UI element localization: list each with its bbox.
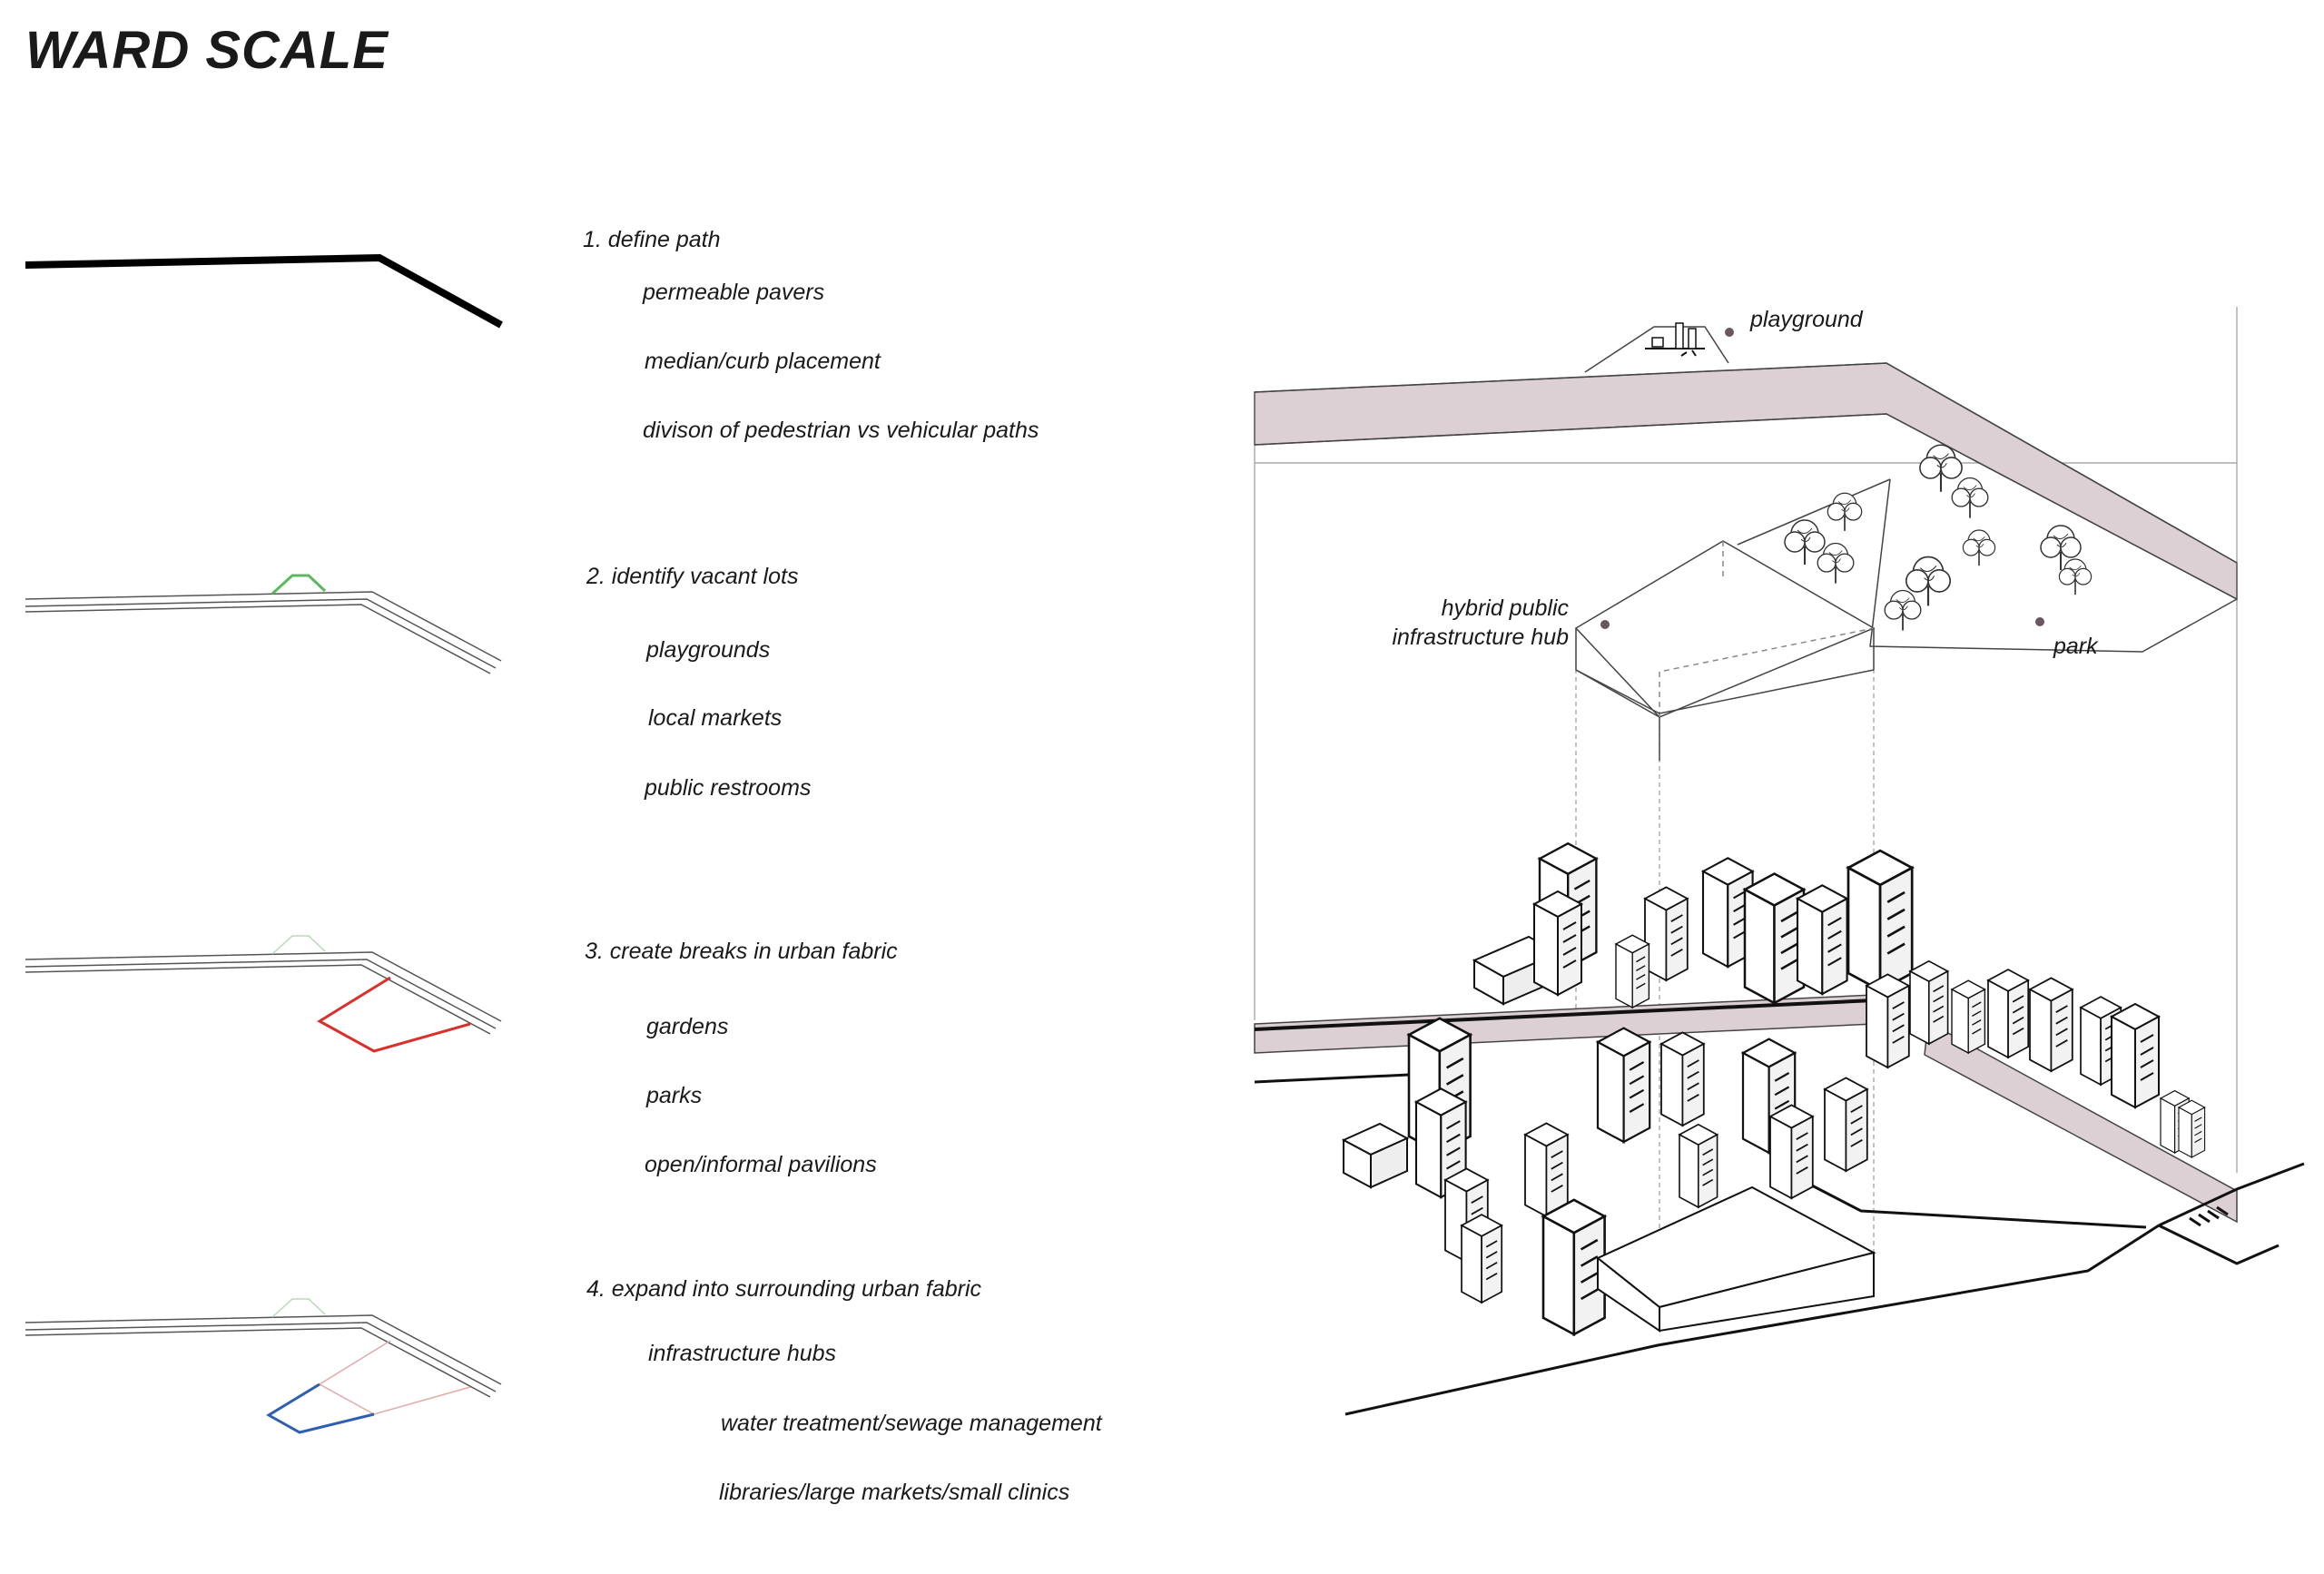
thumb-vacant-lots	[25, 574, 502, 674]
building	[1524, 1122, 1569, 1217]
hub-label-line2: infrastructure hub	[1392, 625, 1569, 650]
thumb-define-path	[25, 253, 503, 334]
ground-lines	[1344, 1162, 2305, 1416]
building	[1987, 969, 2030, 1058]
step-1-heading: 1. define path	[583, 227, 721, 252]
break-outline	[317, 976, 471, 1053]
page-title: WARD SCALE	[25, 21, 389, 80]
step-2-heading: 2. identify vacant lots	[586, 564, 799, 589]
projection-lines	[1254, 307, 2238, 1329]
building	[1660, 1031, 1705, 1126]
building-cluster	[1341, 842, 2206, 1336]
hub-label-line1: hybrid public	[1441, 595, 1569, 621]
building	[1341, 1122, 1410, 1189]
hub-volume	[1574, 540, 1876, 761]
step-1-item: divison of pedestrian vs vehicular paths	[643, 418, 1039, 443]
step-2-item: public restrooms	[645, 775, 812, 801]
thumb-expand-fabric	[25, 1298, 502, 1434]
playground-marker	[1725, 328, 1734, 337]
building	[1743, 872, 1806, 1005]
building	[1951, 979, 1986, 1054]
building	[1866, 973, 1910, 1068]
building	[2178, 1099, 2206, 1158]
thumb-urban-breaks	[25, 935, 502, 1053]
building	[1679, 1124, 1718, 1208]
step-1-item: permeable pavers	[643, 280, 825, 305]
park-lot	[1737, 478, 2238, 653]
building	[2029, 977, 2073, 1072]
building	[1824, 1077, 1868, 1172]
building	[1461, 1214, 1503, 1303]
building	[1644, 886, 1689, 981]
hub-building	[1596, 1185, 1876, 1333]
building	[1596, 1027, 1651, 1144]
step-3-item: open/informal pavilions	[645, 1152, 877, 1177]
step-4-item: infrastructure hubs	[648, 1341, 837, 1366]
step-thumbnails	[25, 253, 503, 1434]
playground-label: playground	[1750, 307, 1863, 332]
playground-equipment-icon	[1645, 322, 1705, 357]
playground-lot	[1584, 322, 1729, 373]
hub-marker	[1600, 620, 1610, 629]
step-3-heading: 3. create breaks in urban fabric	[585, 939, 898, 964]
park-label: park	[2053, 634, 2098, 659]
step-1-item: median/curb placement	[645, 349, 881, 374]
vacant-lot-outline	[271, 574, 327, 595]
building	[1541, 1198, 1606, 1336]
building	[1909, 960, 1949, 1045]
step-4-subitem: libraries/large markets/small clinics	[719, 1480, 1070, 1505]
park-marker	[2035, 617, 2044, 626]
step-2-item: playgrounds	[646, 637, 771, 663]
building	[1846, 849, 1914, 992]
building	[1533, 890, 1582, 996]
building	[1615, 934, 1650, 1008]
step-3-item: gardens	[646, 1014, 729, 1039]
building	[1796, 884, 1848, 996]
step-2-item: local markets	[648, 705, 783, 731]
upper-path-band	[1254, 362, 2238, 601]
building	[2111, 1003, 2160, 1108]
step-3-item: parks	[646, 1083, 703, 1108]
step-4-subitem: water treatment/sewage management	[721, 1411, 1102, 1436]
expansion-outline	[266, 1382, 375, 1434]
step-4-heading: 4. expand into surrounding urban fabric	[586, 1276, 982, 1302]
building	[1769, 1104, 1814, 1199]
